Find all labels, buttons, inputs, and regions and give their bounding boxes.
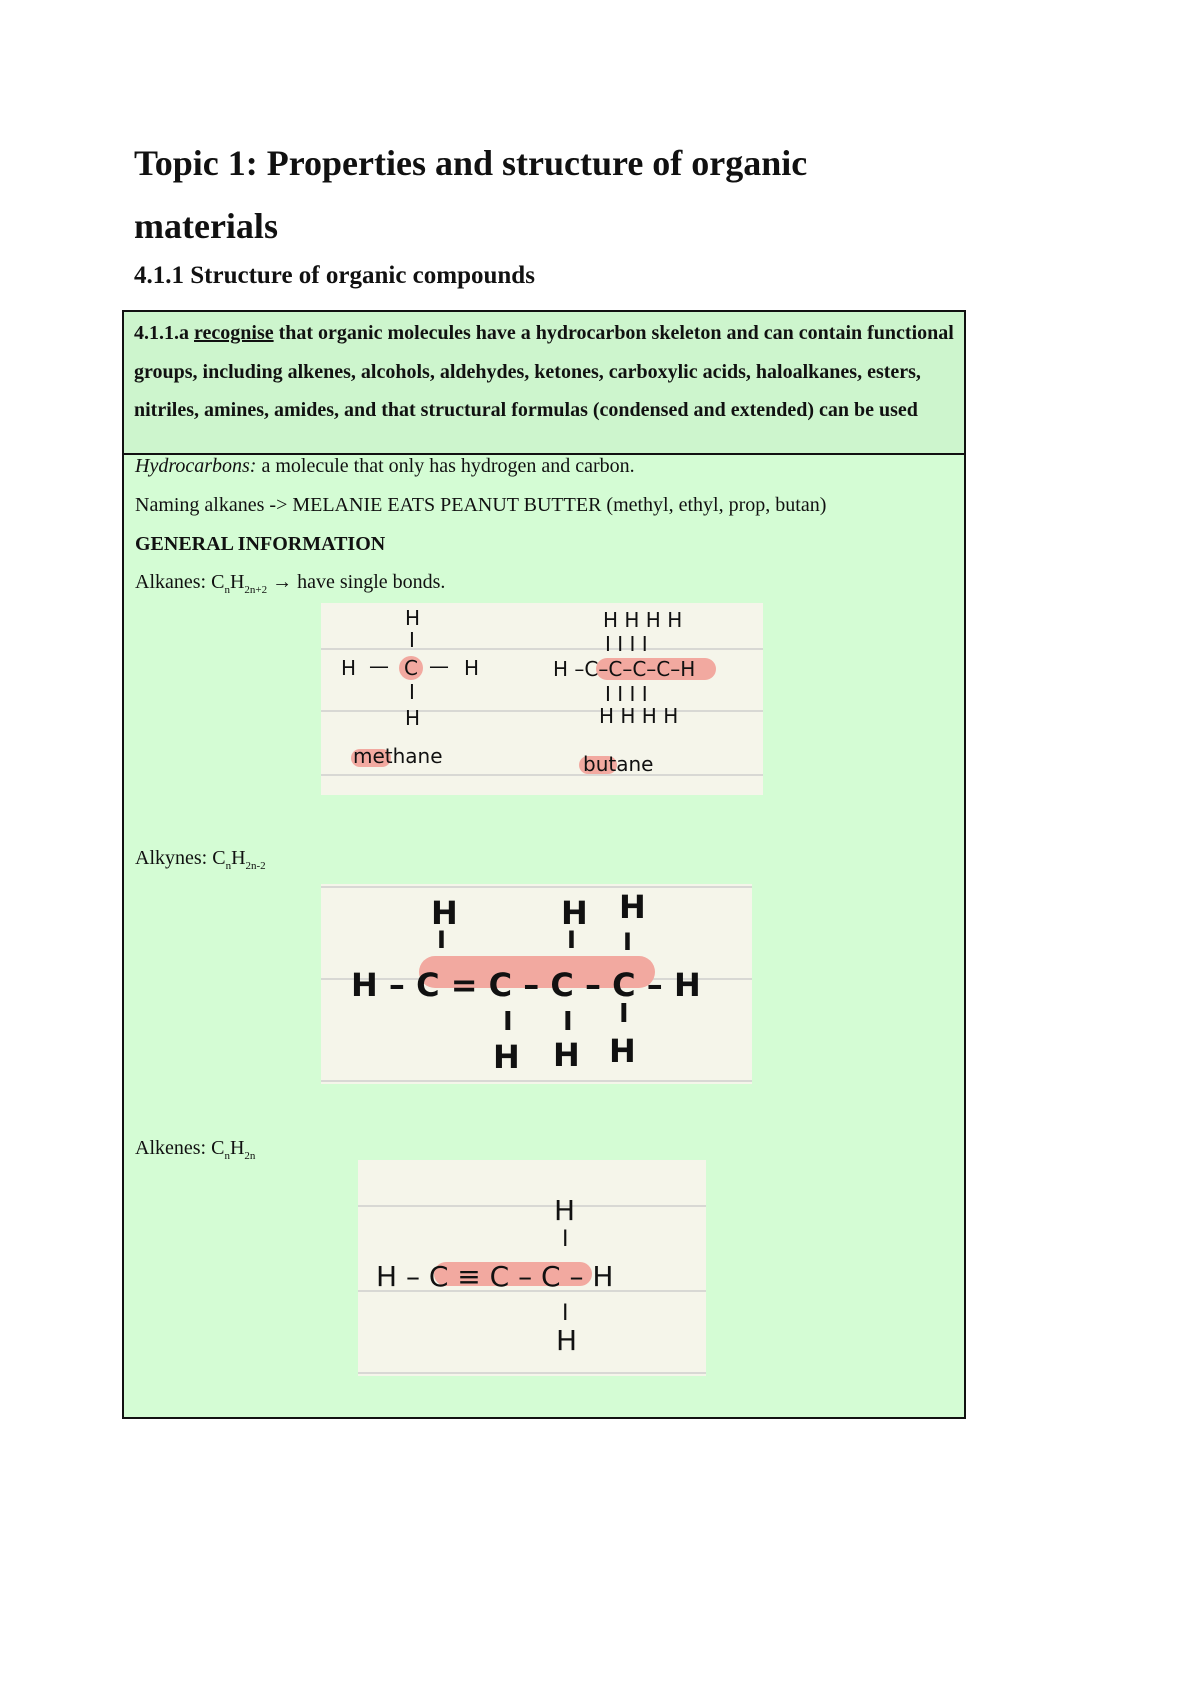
label: Alkanes: C <box>135 571 225 593</box>
sub: n <box>225 860 232 872</box>
objective-row: 4.1.1.a recognise that organic molecules… <box>124 312 964 455</box>
svg-text:H: H <box>609 1032 636 1070</box>
note: → have single bonds. <box>267 571 446 593</box>
svg-text:H –C–C–C–C–H: H –C–C–C–C–H <box>553 657 695 681</box>
svg-text:H: H <box>553 1036 580 1074</box>
alkynes-line: Alkynes: CnH2n-2 <box>135 847 266 872</box>
svg-text:H: H <box>464 656 479 680</box>
definition: a molecule that only has hydrogen and ca… <box>261 455 635 477</box>
objective-code: 4.1.1.a <box>134 322 189 344</box>
sub: n <box>224 584 230 596</box>
naming-line: Naming alkanes -> MELANIE EATS PEANUT BU… <box>135 494 827 516</box>
label: Alkynes: C <box>135 847 226 869</box>
svg-text:H: H <box>493 1038 520 1076</box>
content-table: 4.1.1.a recognise that organic molecules… <box>122 310 966 1419</box>
svg-text:I: I <box>563 1007 573 1037</box>
alkenes-line: Alkenes: CnH2n <box>135 1137 255 1162</box>
svg-text:I: I <box>562 1301 569 1326</box>
h: H <box>229 571 245 593</box>
svg-text:—: — <box>429 654 449 678</box>
sub: n <box>224 1150 230 1162</box>
objective-keyword: recognise <box>194 322 274 344</box>
h: H <box>231 847 246 869</box>
svg-text:I I I I: I I I I <box>605 682 648 706</box>
objective-text: that organic molecules have a hydrocarbo… <box>134 322 954 421</box>
svg-text:—: — <box>369 654 389 678</box>
svg-text:H – C ≡ C – C – H: H – C ≡ C – C – H <box>376 1260 613 1293</box>
svg-text:I: I <box>409 680 415 704</box>
term: Hydrocarbons: <box>135 455 257 477</box>
page-title: Topic 1: Properties and structure of org… <box>134 143 808 246</box>
label: Alkenes: C <box>135 1137 225 1159</box>
svg-text:H H H H: H H H H <box>603 608 682 632</box>
svg-text:I I I I: I I I I <box>605 632 648 656</box>
svg-text:I: I <box>562 1227 569 1252</box>
methane-label: methane <box>353 744 443 768</box>
svg-text:H: H <box>431 894 458 932</box>
hydrocarbons-line: Hydrocarbons: a molecule that only has h… <box>135 455 635 478</box>
svg-text:H: H <box>554 1194 575 1227</box>
svg-text:H: H <box>341 656 356 680</box>
svg-text:H: H <box>405 706 420 730</box>
svg-text:H H H H: H H H H <box>599 704 678 728</box>
alkanes-line: Alkanes: CnH2n+2 → have single bonds. <box>135 571 445 596</box>
svg-text:H – C = C – C – C – H: H – C = C – C – C – H <box>351 966 701 1004</box>
sub: 2n-2 <box>245 860 266 872</box>
sub: 2n+2 <box>244 584 268 596</box>
svg-text:I: I <box>503 1007 513 1037</box>
butane-label: butane <box>583 752 653 776</box>
svg-text:I: I <box>437 926 446 954</box>
sub: 2n <box>244 1150 256 1162</box>
svg-text:H: H <box>405 606 420 630</box>
svg-text:I: I <box>619 999 629 1029</box>
general-info-heading: GENERAL INFORMATION <box>135 533 386 555</box>
svg-text:I: I <box>409 628 415 652</box>
svg-text:C: C <box>404 656 418 680</box>
svg-text:I: I <box>623 928 632 956</box>
svg-text:I: I <box>567 926 576 954</box>
h: H <box>229 1137 245 1159</box>
svg-text:H: H <box>556 1324 577 1357</box>
svg-text:H: H <box>561 894 588 932</box>
section-heading: 4.1.1 Structure of organic compounds <box>134 262 535 289</box>
svg-text:H: H <box>619 888 646 926</box>
